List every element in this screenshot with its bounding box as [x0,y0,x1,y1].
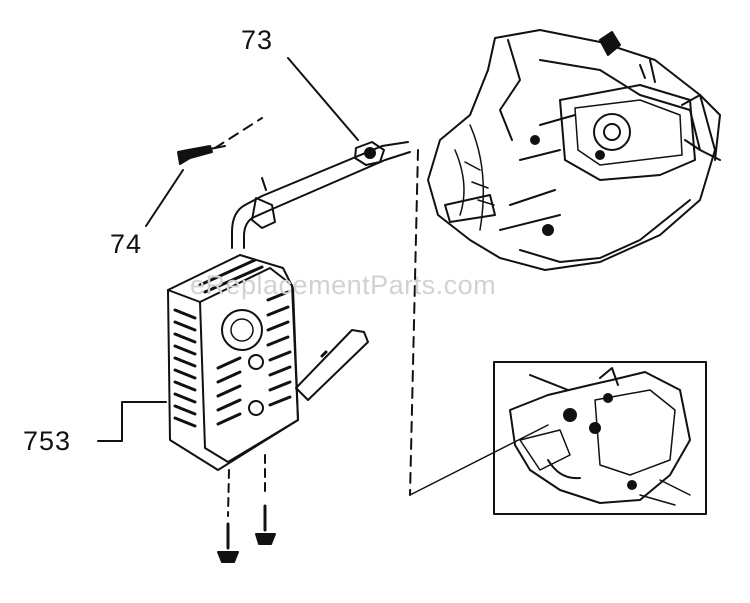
leader-dashed-inset [409,424,549,496]
leader-screw-left [227,469,230,517]
engine-illustration [427,29,721,271]
muffler-bracket [295,329,369,401]
mounting-screw-left [217,522,239,563]
exhaust-pipe [231,141,411,249]
part-753-muffler [167,254,299,471]
leader-73 [287,57,359,141]
callout-label-73: 73 [241,25,274,55]
inset-detail [493,361,707,515]
part-74-bolt [177,145,226,165]
mounting-screw-right [255,504,276,545]
watermark-text: eReplacementParts.com [190,270,497,300]
callout-label-753: 753 [23,426,72,456]
callout-label-74: 74 [110,229,143,259]
leader-74 [145,169,184,227]
leader-dashed-engine [409,149,419,496]
leader-dashed-74 [214,117,263,149]
leader-753 [97,401,167,442]
